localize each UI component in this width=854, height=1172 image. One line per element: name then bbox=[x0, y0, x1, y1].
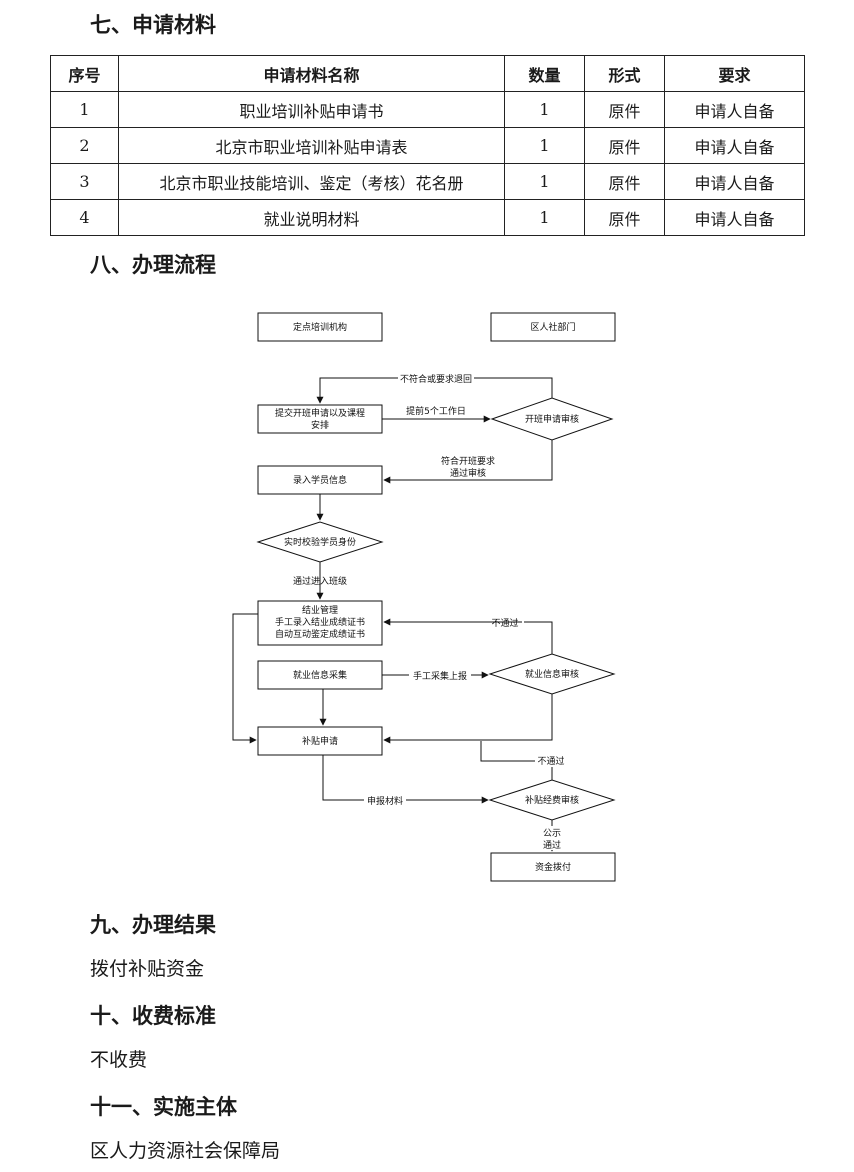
row-quantity: 1 bbox=[504, 91, 585, 128]
row-material-name: 就业说明材料 bbox=[118, 199, 505, 236]
row-quantity: 1 bbox=[504, 199, 585, 236]
employment-not-pass-arrow bbox=[383, 618, 553, 654]
row-material-name: 职业培训补贴申请书 bbox=[118, 91, 505, 128]
table-header-row: 序号 申请材料名称 数量 形式 要求 bbox=[50, 55, 805, 92]
row-requirement: 申请人自备 bbox=[664, 163, 805, 200]
lane-district-dept-label: 区人社部门 bbox=[530, 321, 575, 333]
section-11-content: 区人力资源社会保障局 bbox=[90, 1140, 281, 1162]
row-form: 原件 bbox=[584, 199, 665, 236]
submit-application-label-1: 提交开班申请以及课程 bbox=[275, 407, 365, 419]
section-10-title: 十、收费标准 bbox=[90, 1004, 216, 1028]
enter-student-info-label: 录入学员信息 bbox=[293, 474, 347, 486]
submit-materials-arrow bbox=[322, 755, 489, 804]
employment-collection-label: 就业信息采集 bbox=[293, 669, 347, 681]
meet-requirement-label-1: 符合开班要求 bbox=[441, 455, 495, 467]
completion-label-2: 手工录入结业成绩证书 bbox=[275, 616, 365, 628]
reject-return-label: 不符合或要求退回 bbox=[400, 373, 472, 385]
lane-training-institution-label: 定点培训机构 bbox=[293, 321, 347, 333]
table-row: 2 北京市职业培训补贴申请表 1 原件 申请人自备 bbox=[50, 127, 805, 164]
header-index: 序号 bbox=[50, 55, 119, 92]
table-row: 1 职业培训补贴申请书 1 原件 申请人自备 bbox=[50, 91, 805, 128]
completion-label-3: 自动互动鉴定成绩证书 bbox=[275, 628, 365, 640]
employment-review-diamond bbox=[488, 653, 616, 695]
row-material-name: 北京市职业技能培训、鉴定（考核）花名册 bbox=[118, 163, 505, 200]
row-requirement: 申请人自备 bbox=[664, 127, 805, 164]
employment-review-label: 就业信息审核 bbox=[525, 668, 579, 680]
employment-pass-to-subsidy-arrow bbox=[383, 694, 553, 744]
submit-application-label-2: 安排 bbox=[311, 419, 329, 431]
row-form: 原件 bbox=[584, 91, 665, 128]
approved-to-entry-arrow bbox=[383, 440, 553, 484]
lane-district-dept-box bbox=[490, 312, 616, 342]
class-review-label: 开班申请审核 bbox=[525, 413, 579, 425]
row-quantity: 1 bbox=[504, 163, 585, 200]
section-10-content: 不收费 bbox=[90, 1049, 148, 1071]
identity-check-diamond bbox=[256, 521, 384, 563]
section-9-title: 九、办理结果 bbox=[90, 913, 216, 937]
publicize-label: 公示 bbox=[543, 828, 561, 839]
row-index: 2 bbox=[50, 127, 119, 164]
subsidy-review-label: 补贴经费审核 bbox=[525, 794, 579, 806]
subsidy-review-diamond bbox=[488, 779, 616, 821]
process-flowchart: 定点培训机构 区人社部门 提交开班申请以及课程 安排 开班申请审核 录入学员信息… bbox=[232, 312, 616, 882]
employment-not-pass-label: 不通过 bbox=[491, 617, 518, 629]
header-requirement: 要求 bbox=[664, 55, 805, 92]
completion-management-box bbox=[257, 600, 383, 646]
submit-materials-label: 申报材料 bbox=[367, 795, 403, 807]
section-8-title: 八、办理流程 bbox=[90, 253, 216, 277]
completion-to-subsidy-arrow bbox=[232, 613, 258, 744]
header-material-name: 申请材料名称 bbox=[118, 55, 505, 92]
row-index: 4 bbox=[50, 199, 119, 236]
subsidy-not-pass-line bbox=[480, 741, 553, 780]
row-form: 原件 bbox=[584, 127, 665, 164]
row-form: 原件 bbox=[584, 163, 665, 200]
section-11-title: 十一、实施主体 bbox=[90, 1095, 237, 1119]
lane-training-institution-box bbox=[257, 312, 383, 342]
header-quantity: 数量 bbox=[504, 55, 585, 92]
section-9-content: 拨付补贴资金 bbox=[90, 958, 205, 980]
row-index: 1 bbox=[50, 91, 119, 128]
table-row: 4 就业说明材料 1 原件 申请人自备 bbox=[50, 199, 805, 236]
enter-class-label: 通过进入班级 bbox=[293, 575, 347, 587]
completion-label-1: 结业管理 bbox=[302, 604, 338, 616]
fund-disbursement-box bbox=[490, 852, 616, 882]
meet-requirement-label-2: 通过审核 bbox=[450, 467, 486, 479]
row-requirement: 申请人自备 bbox=[664, 199, 805, 236]
materials-table: 序号 申请材料名称 数量 形式 要求 1 职业培训补贴申请书 1 原件 申请人自… bbox=[50, 55, 805, 236]
subsidy-application-box bbox=[257, 726, 383, 756]
row-index: 3 bbox=[50, 163, 119, 200]
section-7-title: 七、申请材料 bbox=[90, 13, 216, 37]
pass-label: 通过 bbox=[543, 839, 561, 851]
subsidy-application-label: 补贴申请 bbox=[302, 735, 338, 747]
header-form: 形式 bbox=[584, 55, 665, 92]
fund-disbursement-label: 资金拨付 bbox=[535, 861, 571, 873]
row-material-name: 北京市职业培训补贴申请表 bbox=[118, 127, 505, 164]
class-review-diamond bbox=[490, 397, 614, 441]
subsidy-not-pass-label: 不通过 bbox=[537, 755, 564, 767]
manual-report-label: 手工采集上报 bbox=[413, 670, 467, 682]
advance-days-label: 提前5个工作日 bbox=[406, 405, 466, 417]
row-quantity: 1 bbox=[504, 127, 585, 164]
identity-check-label: 实时校验学员身份 bbox=[284, 536, 356, 548]
table-row: 3 北京市职业技能培训、鉴定（考核）花名册 1 原件 申请人自备 bbox=[50, 163, 805, 200]
row-requirement: 申请人自备 bbox=[664, 91, 805, 128]
